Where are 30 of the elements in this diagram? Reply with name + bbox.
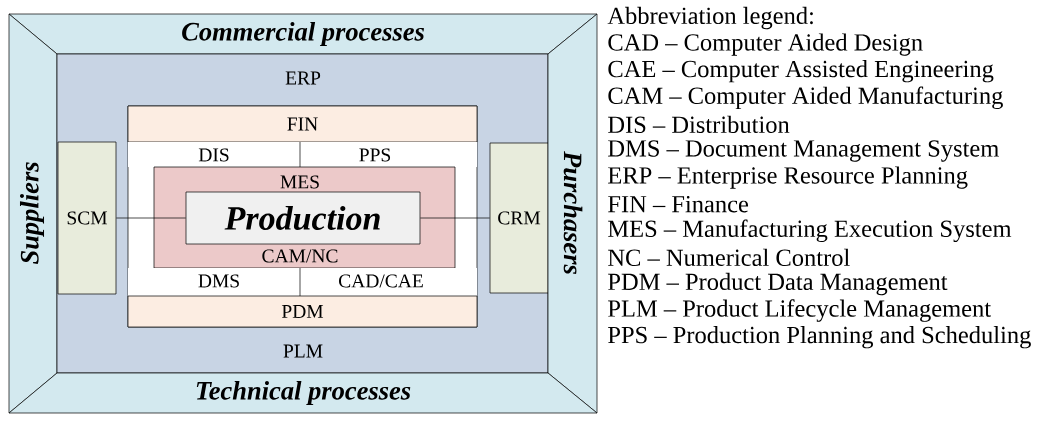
legend-entry: FIN – Finance [608,196,749,213]
trapezoid-band: Commercial processes [8,13,598,55]
node-label: DIS [198,148,229,162]
legend-entry: PLM – Product Lifecycle Management [608,299,991,322]
connector-line [116,217,186,219]
module-cell: DIS [128,142,300,167]
connector-line [420,217,490,219]
legend-entry: CAM – Computer Aided Manufacturing [608,86,1003,110]
module-cell: DMS [128,268,300,296]
legend-entry: DIS – Distribution [608,115,790,133]
legend-entry: CAD – Computer Aided Design [608,33,923,56]
legend-entry: PPS – Production Planning and Scheduling [608,326,1031,349]
node-label: DMS [198,274,239,288]
trapezoid-band: Technical processes [8,372,598,414]
node-label: PPS [359,148,391,162]
system-box: SCM [57,141,117,295]
system-box: CRM [489,142,549,294]
node-label: CAD/CAE [339,274,423,288]
legend-entry: ERP – Enterprise Resource Planning [608,166,968,189]
legend-entry: NC – Numerical Control [608,248,850,266]
legend-entry: DMS – Document Management System [608,140,999,162]
legend-entry: CAE – Computer Assisted Engineering [608,60,994,83]
legend-entry: PDM – Product Data Management [608,272,948,296]
module-cell: CAD/CAE [300,268,477,296]
legend-entry: MES – Manufacturing Execution System [608,219,1012,243]
production-box: Production [185,191,421,245]
module-band: PDM [127,295,478,328]
legend-heading: Abbreviation legend: [607,6,813,30]
module-band: FIN [127,105,478,143]
module-cell: PPS [300,142,477,167]
